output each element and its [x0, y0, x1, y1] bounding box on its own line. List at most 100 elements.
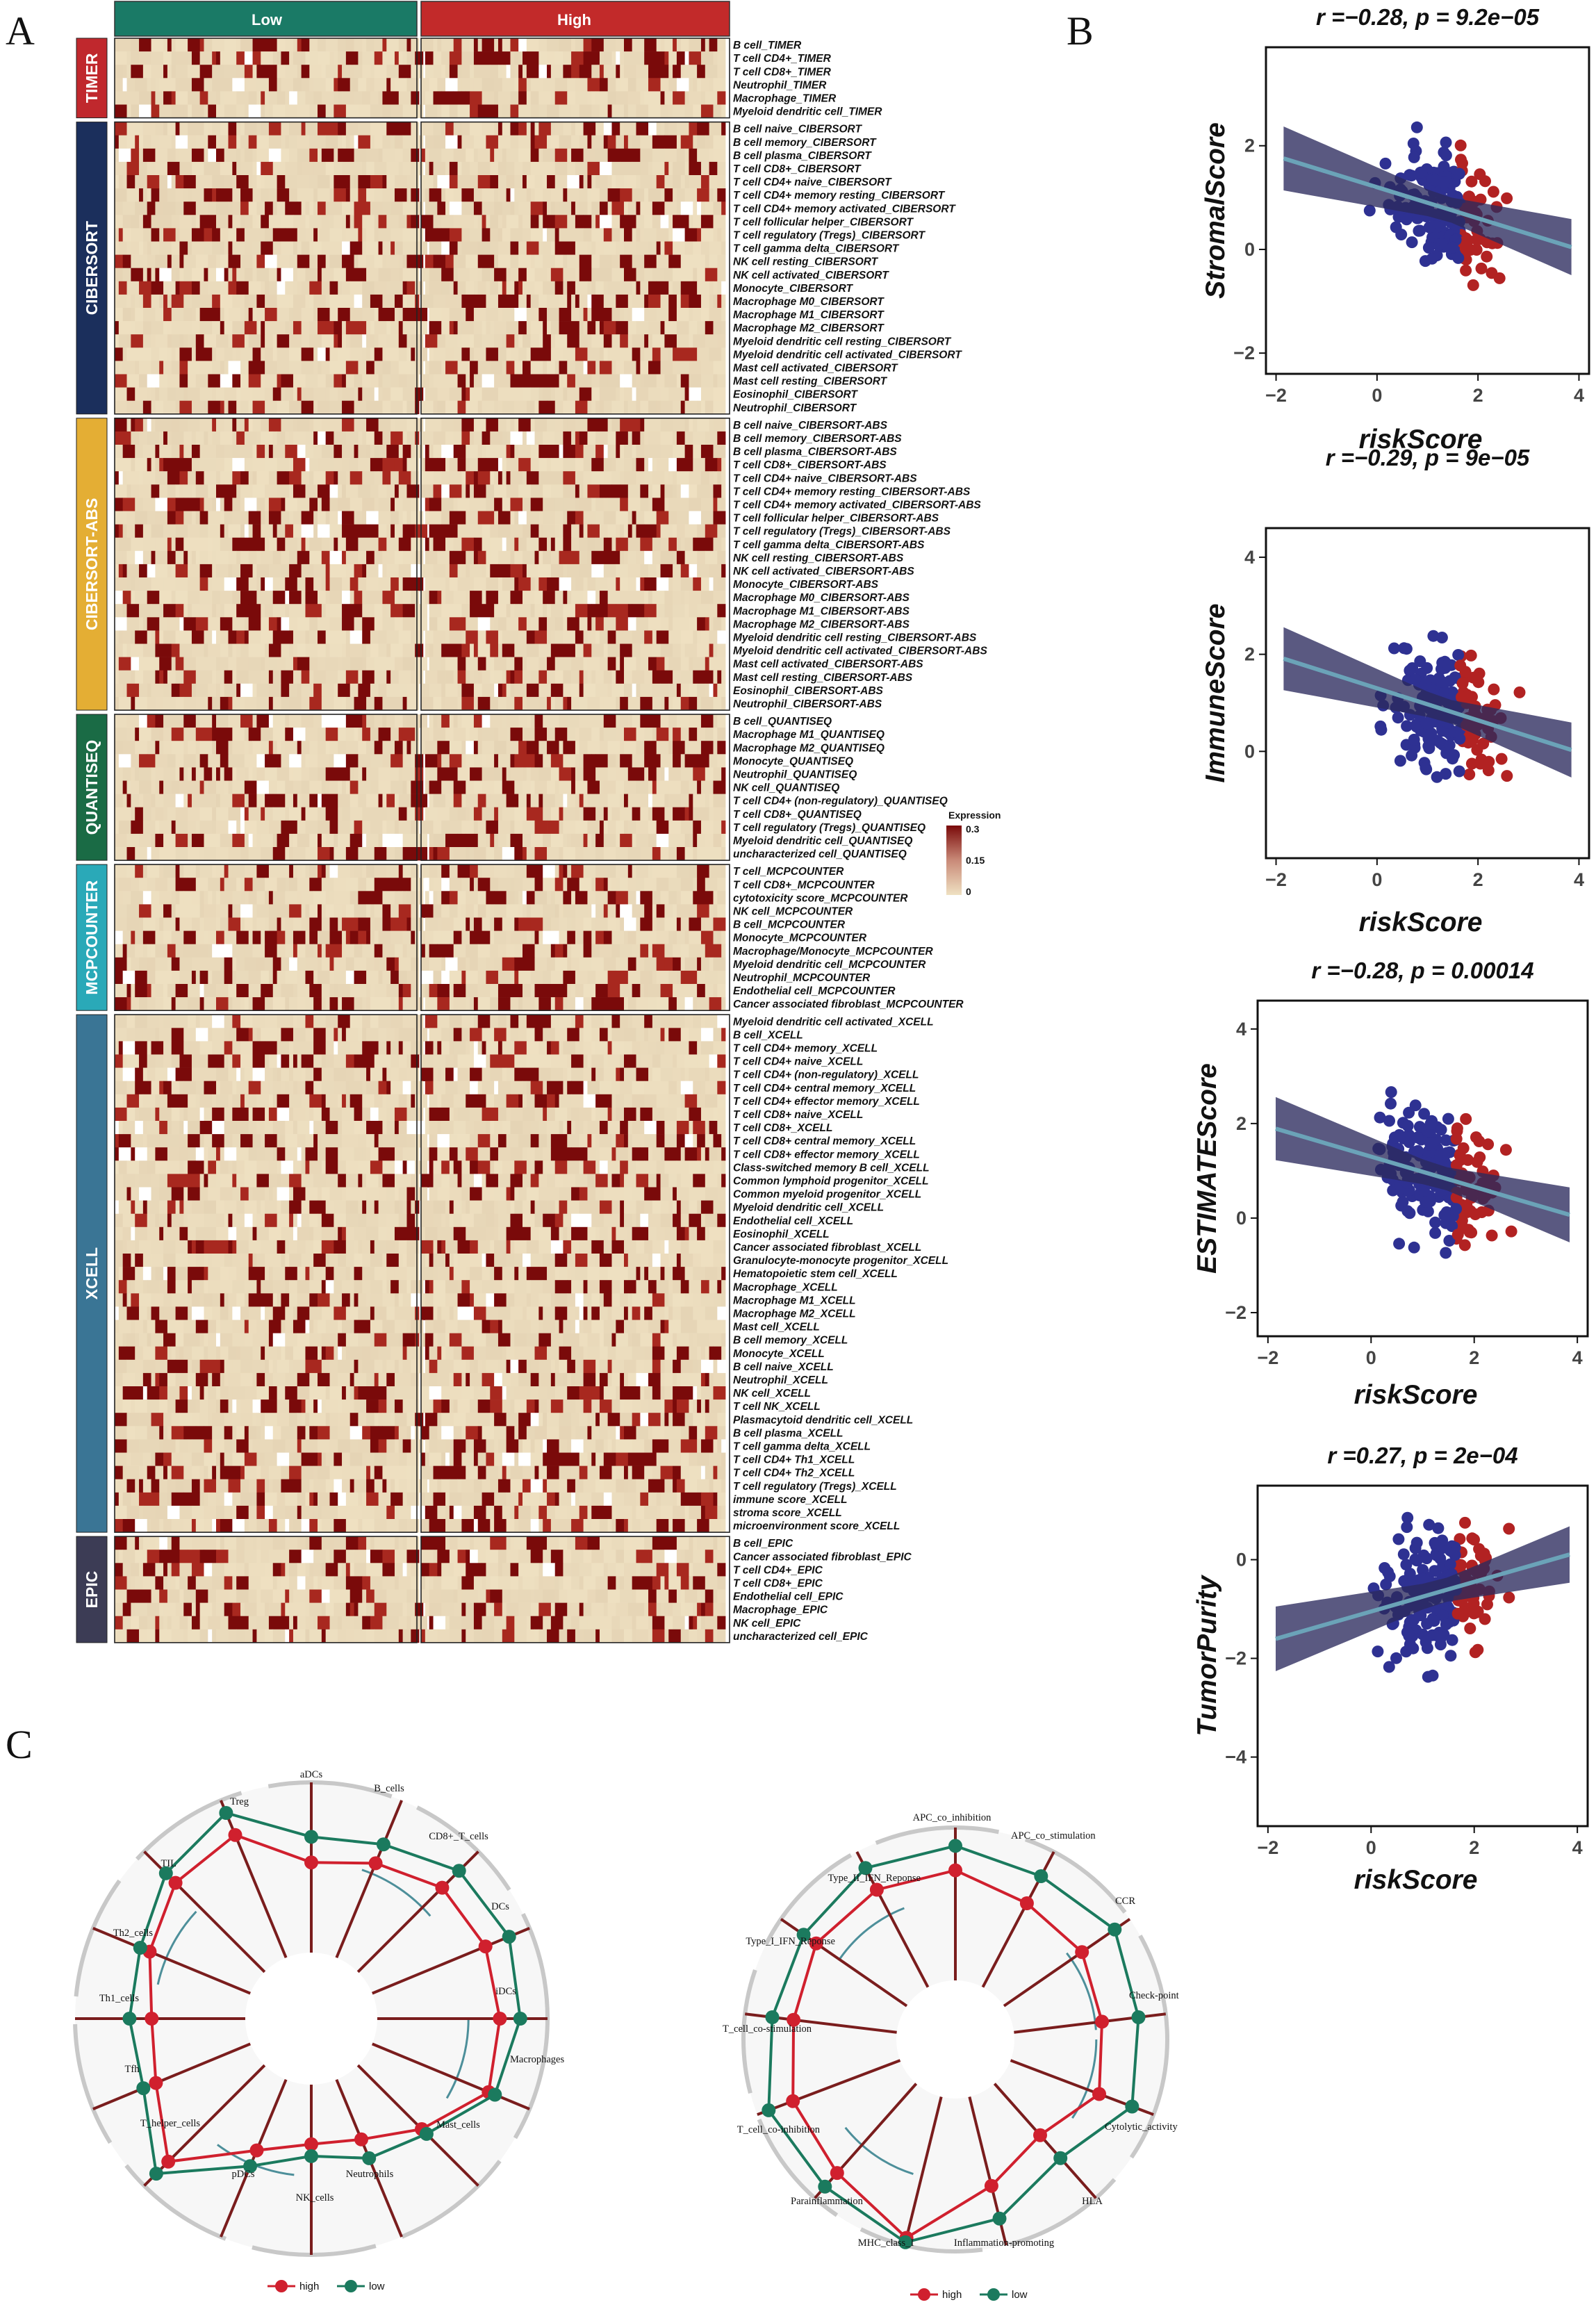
heat-cell	[575, 215, 584, 229]
heat-cell	[224, 308, 229, 322]
heat-cell	[321, 833, 327, 848]
heat-cell	[457, 254, 466, 268]
heat-cell	[429, 188, 442, 202]
heat-cell	[477, 471, 491, 485]
heat-cell	[342, 387, 354, 401]
heat-cell	[721, 484, 726, 498]
heat-cell	[220, 471, 233, 485]
heat-cell	[289, 511, 294, 525]
heat-cell	[244, 891, 249, 905]
heat-cell	[680, 754, 685, 768]
heat-cell	[115, 670, 120, 684]
heat-cell	[342, 891, 351, 905]
heat-cell	[583, 361, 588, 375]
heat-cell	[721, 104, 726, 118]
heat-cell	[563, 445, 576, 459]
heat-cell	[188, 374, 197, 388]
heat-cell	[362, 728, 371, 741]
heat-cell	[268, 188, 277, 202]
heat-cell	[534, 728, 548, 741]
heat-cell	[567, 361, 576, 375]
heat-cell	[445, 728, 454, 741]
heat-cell	[151, 794, 156, 807]
heat-cell	[616, 148, 629, 163]
heat-cell	[175, 537, 184, 552]
heat-cell	[342, 657, 351, 671]
heat-cell	[142, 188, 148, 202]
heat-cell	[470, 577, 475, 591]
heat-cell	[349, 334, 363, 348]
heat-cell	[717, 268, 726, 282]
heat-cell	[208, 135, 217, 149]
heat-cell	[506, 458, 519, 472]
heat-cell	[668, 65, 673, 79]
heat-cell	[441, 891, 450, 905]
heat-cell	[547, 135, 552, 149]
heat-cell	[437, 864, 442, 878]
heat-cell	[721, 864, 726, 878]
heat-cell	[204, 78, 213, 92]
heat-cell	[689, 374, 702, 388]
heat-cell	[486, 308, 499, 322]
heat-cell	[183, 696, 197, 711]
heat-cell	[155, 268, 160, 282]
heat-cell	[179, 458, 192, 472]
heat-cell	[151, 104, 160, 118]
heat-cell	[285, 657, 294, 671]
heat-cell	[441, 321, 450, 335]
heat-cell	[301, 591, 306, 605]
heat-cell	[195, 657, 204, 671]
heat-cell	[293, 524, 302, 538]
heat-cell	[216, 51, 221, 65]
heat-cell	[518, 334, 523, 348]
heat-cell	[358, 254, 367, 268]
heat-cell	[122, 498, 135, 511]
heat-cell	[309, 458, 318, 472]
heat-cell	[378, 780, 391, 794]
heat-cell	[693, 820, 702, 835]
heat-cell	[449, 458, 458, 472]
heat-cell	[636, 833, 649, 848]
heat-cell	[554, 630, 563, 644]
heat-cell	[497, 643, 503, 657]
heat-cell	[591, 471, 604, 485]
heat-cell	[506, 657, 511, 671]
heat-cell	[183, 104, 188, 118]
heat-cell	[309, 175, 318, 189]
heat-cell	[370, 135, 375, 149]
heat-cell	[265, 38, 277, 52]
heat-cell	[402, 188, 407, 202]
heat-cell	[497, 833, 507, 848]
heat-cell	[526, 347, 532, 361]
heat-cell	[461, 484, 466, 498]
heat-cell	[289, 431, 294, 445]
heat-cell	[713, 374, 718, 388]
heat-cell	[167, 334, 172, 348]
heat-cell	[494, 833, 499, 848]
heat-cell	[693, 847, 698, 861]
heat-cell	[191, 161, 204, 176]
heat-cell	[693, 891, 706, 905]
heat-cell	[486, 591, 495, 605]
heat-cell	[122, 741, 135, 755]
heat-cell	[652, 864, 665, 878]
heat-cell	[318, 268, 322, 282]
heat-cell	[624, 728, 636, 741]
heat-cell	[673, 670, 682, 684]
heat-cell	[644, 254, 657, 268]
heat-cell	[411, 741, 420, 755]
heat-cell	[461, 418, 475, 432]
heat-cell	[563, 591, 568, 605]
row-label: T cell gamma delta_CIBERSORT	[733, 243, 900, 255]
heat-cell	[571, 51, 584, 65]
heat-cell	[349, 135, 354, 149]
heat-cell	[603, 537, 609, 552]
heat-cell	[607, 431, 616, 445]
heat-cell	[705, 135, 714, 149]
heat-cell	[268, 537, 277, 552]
heat-cell	[265, 604, 274, 618]
heat-cell	[321, 683, 334, 698]
heat-cell	[526, 321, 532, 335]
heat-cell	[382, 241, 391, 255]
heat-cell	[362, 431, 367, 445]
